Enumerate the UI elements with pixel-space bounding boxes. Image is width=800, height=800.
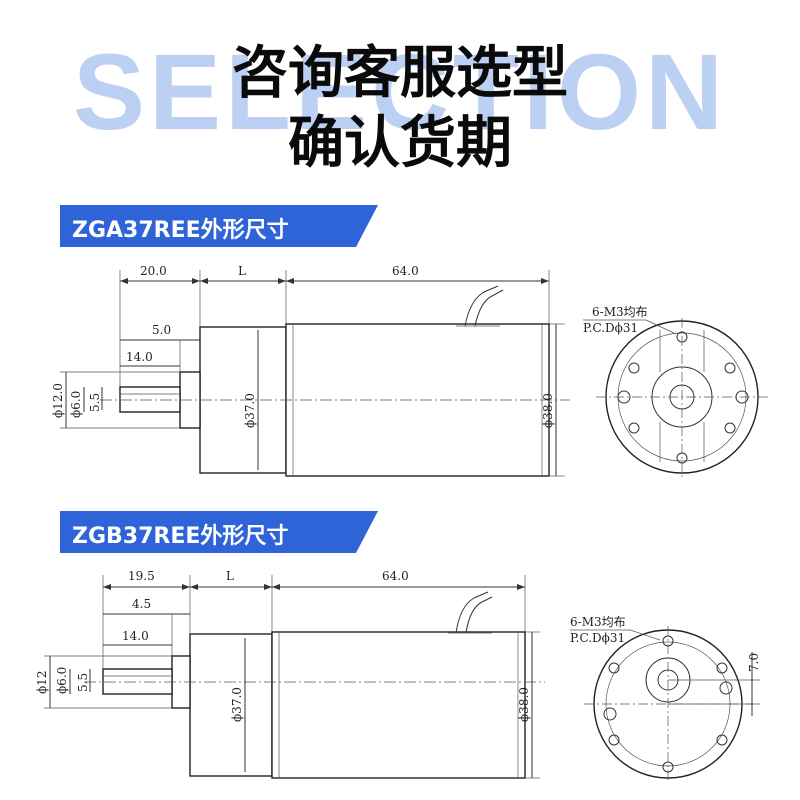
dim-b-phi38: ϕ38.0	[517, 687, 531, 722]
dim-b-19-5: 19.5	[128, 569, 155, 583]
dim-a-phi12: ϕ12.0	[51, 383, 65, 418]
dim-b-phi12: ϕ12	[35, 671, 49, 694]
dim-a-phi38: ϕ38.0	[541, 393, 555, 428]
dim-a-phi6: ϕ6.0	[69, 391, 83, 418]
dim-b-5-5: 5.5	[76, 673, 90, 692]
dim-a-14: 14.0	[126, 350, 153, 364]
dim-b-64: 64.0	[382, 569, 409, 583]
dim-b-4-5: 4.5	[132, 597, 151, 611]
pcd-note-a: P.C.Dϕ31	[583, 321, 638, 335]
dim-a-64: 64.0	[392, 264, 419, 278]
dim-b-14: 14.0	[122, 629, 149, 643]
holes-note-a: 6-M3均布	[592, 305, 648, 319]
section-b-title: ZGB37REE外形尺寸	[72, 524, 289, 549]
dim-a-20: 20.0	[140, 264, 167, 278]
holes-note-b: 6-M3均布	[570, 615, 626, 629]
headline-line-2: 确认货期	[288, 111, 512, 176]
section-b-banner: ZGB37REE外形尺寸	[60, 511, 378, 553]
dim-b-7: 7.0	[747, 653, 761, 672]
watermark-text: SELECTION	[72, 31, 728, 152]
section-b-banner-shape	[60, 511, 378, 553]
dim-b-phi37: ϕ37.0	[230, 687, 244, 722]
section-a-banner-shape	[60, 205, 378, 247]
dim-a-5-5: 5.5	[88, 393, 102, 412]
dim-a-L: L	[238, 264, 246, 278]
pcd-note-b: P.C.Dϕ31	[570, 631, 625, 645]
dim-b-L: L	[226, 569, 234, 583]
dim-a-phi37: ϕ37.0	[243, 393, 257, 428]
dim-b-phi6: ϕ6.0	[55, 667, 69, 694]
dim-a-5: 5.0	[152, 323, 171, 337]
headline-line-1: 咨询客服选型	[232, 41, 568, 106]
section-a-banner: ZGA37REE外形尺寸	[60, 205, 378, 247]
section-a-title: ZGA37REE外形尺寸	[72, 218, 289, 243]
